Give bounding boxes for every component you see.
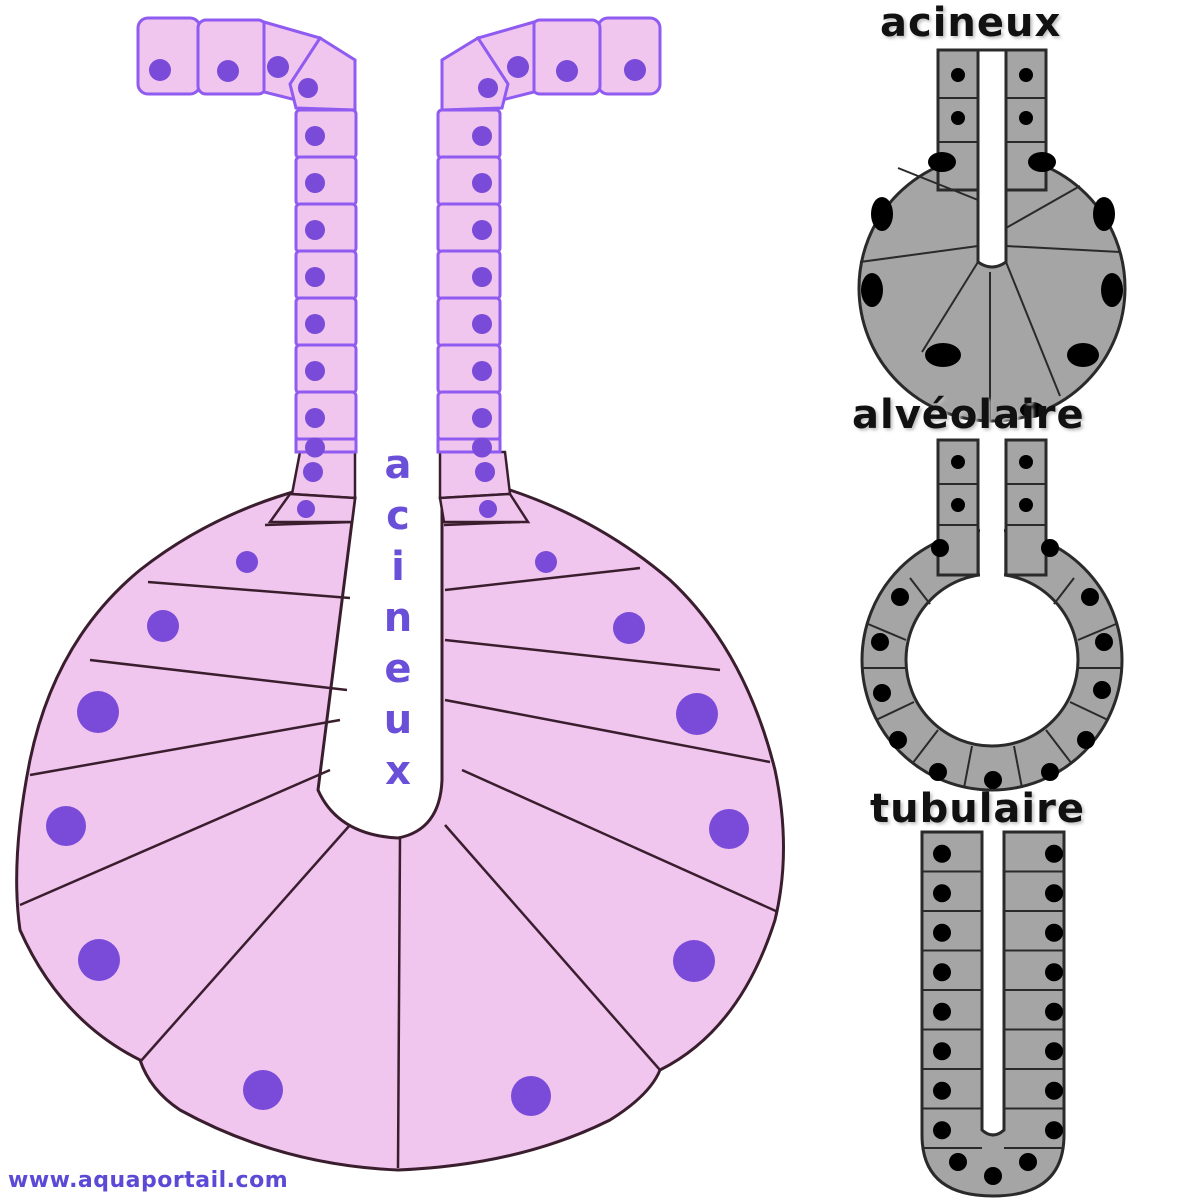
type-label-acineux: acineux bbox=[880, 0, 1062, 46]
tube-cell-nucleus bbox=[933, 1042, 951, 1061]
duct-cell bbox=[294, 296, 358, 348]
left-duct-cells bbox=[294, 108, 358, 458]
duct-cell-nucleus bbox=[472, 173, 492, 193]
acinus-nuclei bbox=[46, 551, 749, 1116]
vertical-label-letter: u bbox=[383, 697, 413, 743]
type-tubulaire-illustration bbox=[920, 830, 1066, 1198]
type-label-tubulaire: tubulaire bbox=[870, 786, 1085, 832]
duct-cell-nucleus bbox=[305, 220, 325, 240]
type-acineux-illustration bbox=[857, 48, 1127, 423]
duct-cell-nucleus bbox=[305, 267, 325, 287]
duct-cell-nucleus bbox=[305, 437, 325, 458]
vertical-label-letter: e bbox=[384, 646, 412, 692]
vertical-label-letter: n bbox=[383, 595, 413, 641]
duct-cell bbox=[294, 249, 358, 301]
duct-cell-nucleus bbox=[472, 220, 492, 240]
duct-top-arms bbox=[136, 16, 662, 112]
vertical-label-letter: x bbox=[385, 748, 411, 794]
duct-cell-nucleus bbox=[472, 267, 492, 287]
type-label-alveolaire: alvéolaire bbox=[852, 392, 1085, 438]
duct-neck-cells bbox=[267, 450, 531, 524]
duct-cell bbox=[294, 343, 358, 395]
tube-cell-nucleus bbox=[1045, 1042, 1063, 1061]
duct-cell-nucleus bbox=[305, 361, 325, 381]
duct-cell bbox=[294, 202, 358, 254]
tube-cell-nucleus bbox=[933, 884, 951, 903]
duct-cell bbox=[294, 155, 358, 207]
tube-cell-nucleus bbox=[1045, 844, 1063, 863]
vertical-label-letter: c bbox=[386, 493, 410, 539]
tube-cell-nucleus bbox=[933, 963, 951, 982]
acinous-gland-illustration bbox=[15, 16, 785, 1172]
tube-cell-nucleus bbox=[933, 1121, 951, 1140]
duct-cell-nucleus bbox=[472, 408, 492, 428]
duct-cell-nucleus bbox=[472, 437, 492, 458]
tube-cell-nucleus bbox=[1045, 1081, 1063, 1100]
tube-cell-nucleus bbox=[1045, 1121, 1063, 1140]
acinus-cell-walls bbox=[19, 520, 779, 1169]
duct-cell-nucleus bbox=[305, 173, 325, 193]
vertical-label-letter: a bbox=[384, 442, 412, 488]
duct-cell-nucleus bbox=[305, 408, 325, 428]
duct-cell-nucleus bbox=[472, 361, 492, 381]
acinus-body bbox=[15, 488, 785, 1172]
tube-cell-nucleus bbox=[1045, 884, 1063, 903]
watermark-url: www.aquaportail.com bbox=[8, 1168, 289, 1193]
duct-cell bbox=[294, 437, 358, 454]
tube-cell-nucleus bbox=[933, 923, 951, 942]
duct-cell-nucleus bbox=[305, 314, 325, 334]
duct-cell-nucleus bbox=[305, 126, 325, 146]
tube-cell-nucleus bbox=[933, 1002, 951, 1021]
right-duct-cells bbox=[436, 108, 502, 458]
type-alveolaire-illustration bbox=[860, 438, 1124, 792]
duct-cell-nucleus bbox=[472, 126, 492, 146]
tube-cell-nucleus bbox=[933, 844, 951, 863]
duct-cell bbox=[294, 390, 358, 442]
vertical-label-letter: i bbox=[391, 544, 405, 590]
tube-cell-nucleus bbox=[933, 1081, 951, 1100]
tube-cell-nucleus bbox=[1045, 1002, 1063, 1021]
duct-cell bbox=[294, 108, 358, 160]
tube-cell-nucleus bbox=[1045, 923, 1063, 942]
duct-cell-nucleus bbox=[472, 314, 492, 334]
tube-cell-nucleus bbox=[1045, 963, 1063, 982]
duct-top-nuclei bbox=[149, 56, 646, 98]
